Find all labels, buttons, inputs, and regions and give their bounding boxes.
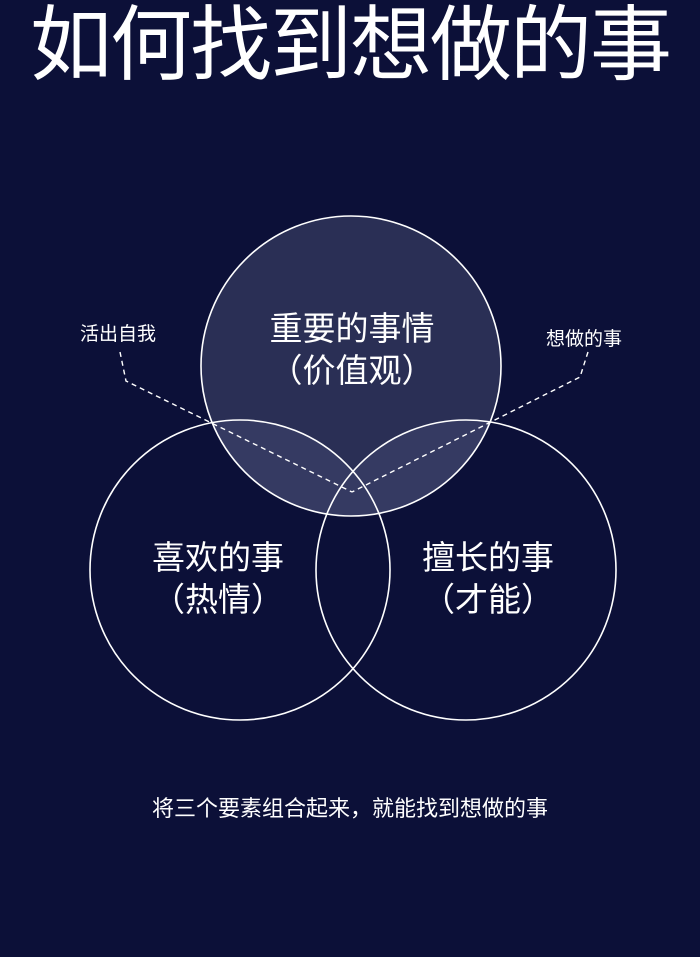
values-label-line1: 重要的事情 bbox=[270, 309, 435, 348]
passion-label-line1: 喜欢的事 bbox=[152, 538, 284, 577]
pointer-label-left: 活出自我 bbox=[80, 323, 156, 345]
pointer-label-right: 想做的事 bbox=[546, 328, 622, 350]
values-label-line2: （价值观） bbox=[270, 351, 435, 390]
talent-label-line1: 擅长的事 bbox=[422, 538, 554, 577]
passion-label-line2: （热情） bbox=[152, 580, 284, 619]
page-title: 如何找到想做的事 bbox=[29, 0, 672, 93]
caption: 将三个要素组合起来，就能找到想做的事 bbox=[151, 797, 548, 822]
values-circle bbox=[200, 215, 502, 517]
overlap-passion-fill bbox=[201, 420, 390, 516]
talent-circle bbox=[315, 419, 617, 721]
overlap-talent-fill bbox=[316, 420, 501, 516]
passion-circle bbox=[89, 419, 391, 721]
talent-label-line2: （才能） bbox=[422, 580, 554, 619]
pointer-line-left bbox=[119, 351, 353, 493]
